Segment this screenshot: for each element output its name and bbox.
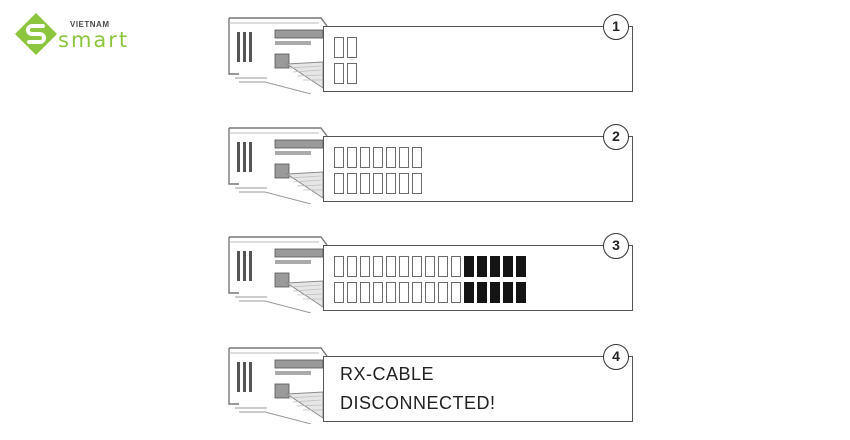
empty-cell — [399, 282, 409, 303]
filled-cell — [464, 282, 474, 303]
empty-cell — [438, 282, 448, 303]
empty-cell — [360, 173, 370, 194]
empty-cell — [438, 256, 448, 277]
empty-cell — [334, 256, 344, 277]
filled-cell — [516, 282, 526, 303]
empty-cell — [373, 282, 383, 303]
empty-cell — [334, 37, 344, 58]
empty-cell — [386, 256, 396, 277]
empty-cell — [347, 256, 357, 277]
lcd-screen — [323, 245, 633, 311]
step-number: 3 — [603, 233, 629, 259]
empty-cell — [412, 173, 422, 194]
empty-cell — [334, 63, 344, 84]
empty-cell — [425, 282, 435, 303]
device-icon — [228, 17, 328, 94]
empty-cell — [412, 282, 422, 303]
logo-text-bottom: smart — [58, 28, 130, 52]
empty-cell — [347, 282, 357, 303]
step-2: 2 — [225, 124, 637, 204]
empty-cell — [334, 173, 344, 194]
filled-cell — [490, 282, 500, 303]
empty-cell — [334, 147, 344, 168]
empty-cell — [347, 147, 357, 168]
progress-row-top — [334, 37, 360, 59]
empty-cell — [347, 63, 357, 84]
step-number: 1 — [603, 14, 629, 40]
empty-cell — [360, 282, 370, 303]
progress-row-bottom — [334, 63, 360, 85]
empty-cell — [373, 256, 383, 277]
empty-cell — [451, 256, 461, 277]
step-3: 3 — [225, 233, 637, 313]
filled-cell — [477, 256, 487, 277]
screen-message-line-2: DISCONNECTED! — [340, 393, 496, 413]
empty-cell — [334, 282, 344, 303]
empty-cell — [360, 147, 370, 168]
step-1: 1 — [225, 14, 637, 94]
brand-logo: VIETNAM smart — [8, 10, 148, 58]
empty-cell — [386, 282, 396, 303]
smart-logo-icon — [15, 13, 57, 55]
filled-cell — [503, 282, 513, 303]
empty-cell — [373, 173, 383, 194]
device-icon — [228, 127, 328, 204]
progress-row-top — [334, 256, 529, 278]
empty-cell — [399, 147, 409, 168]
filled-cell — [516, 256, 526, 277]
filled-cell — [490, 256, 500, 277]
progress-row-bottom — [334, 282, 529, 304]
logo-text-top: VIETNAM — [70, 20, 110, 29]
empty-cell — [399, 256, 409, 277]
empty-cell — [347, 173, 357, 194]
empty-cell — [360, 256, 370, 277]
progress-row-bottom — [334, 173, 425, 195]
step-number: 4 — [603, 344, 629, 370]
device-icon — [228, 347, 328, 424]
empty-cell — [412, 256, 422, 277]
filled-cell — [477, 282, 487, 303]
empty-cell — [386, 147, 396, 168]
filled-cell — [503, 256, 513, 277]
device-icon — [228, 236, 328, 313]
screen-message-line-1: RX-CABLE — [340, 364, 435, 384]
progress-row-top — [334, 147, 425, 169]
empty-cell — [412, 147, 422, 168]
lcd-screen: RX-CABLE DISCONNECTED! — [323, 356, 633, 422]
empty-cell — [425, 256, 435, 277]
empty-cell — [347, 37, 357, 58]
empty-cell — [451, 282, 461, 303]
filled-cell — [464, 256, 474, 277]
empty-cell — [386, 173, 396, 194]
lcd-screen — [323, 26, 633, 92]
step-number: 2 — [603, 124, 629, 150]
empty-cell — [399, 173, 409, 194]
lcd-screen — [323, 136, 633, 202]
step-4: RX-CABLE DISCONNECTED! 4 — [225, 344, 637, 424]
empty-cell — [373, 147, 383, 168]
